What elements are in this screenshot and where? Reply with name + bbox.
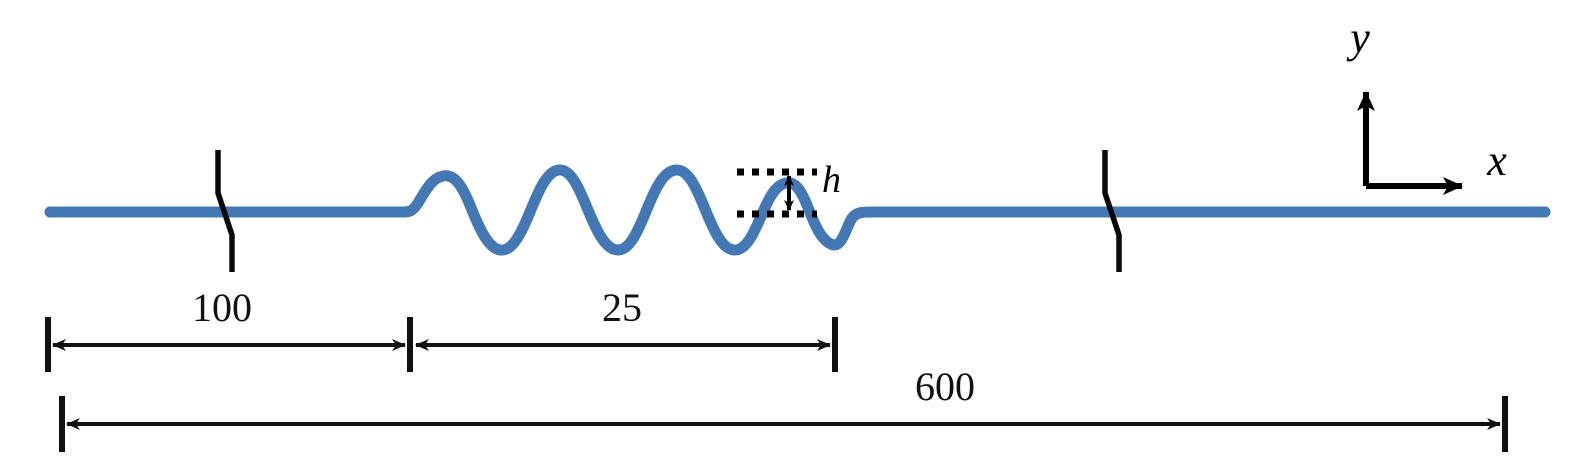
- wavy-beam-profile: [44, 164, 1551, 256]
- coordinate-axes: x y: [1346, 13, 1507, 195]
- dimension-100: 100: [45, 285, 413, 372]
- dim-100-label: 100: [192, 285, 252, 330]
- amplitude-callout: h: [737, 159, 841, 218]
- amplitude-label: h: [822, 159, 841, 201]
- dim-600-label: 600: [915, 364, 975, 409]
- dimension-600: 600: [59, 364, 1508, 452]
- axis-label-y: y: [1346, 13, 1370, 62]
- break-symbol-right: [1102, 150, 1122, 272]
- surface-profile-group: [44, 164, 1551, 256]
- dimension-25: 25: [415, 285, 838, 372]
- axis-label-x: x: [1486, 136, 1507, 185]
- break-symbol-left: [215, 150, 235, 272]
- dim-25-label: 25: [602, 285, 642, 330]
